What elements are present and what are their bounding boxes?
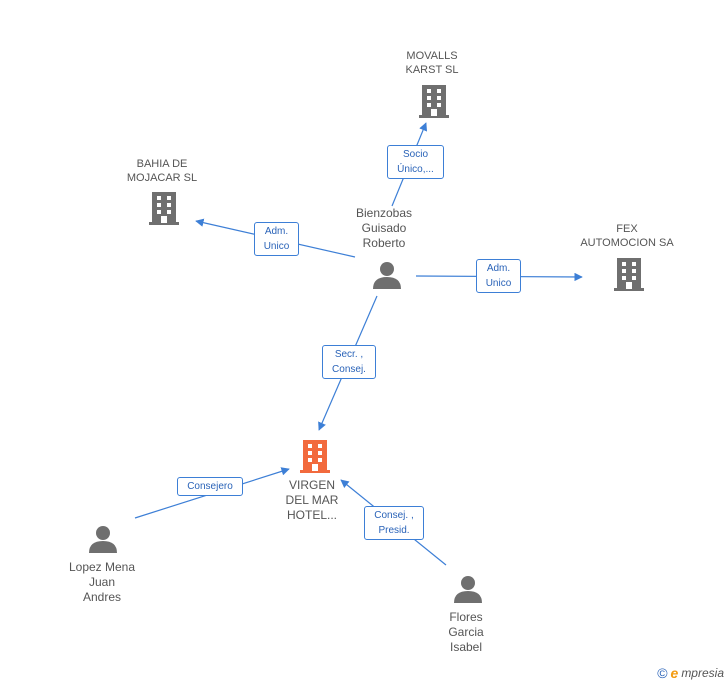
edge-label-secr-consej: Secr. , Consej. (322, 345, 376, 379)
person-icon-bienzobas[interactable] (373, 262, 401, 289)
edge-label-adm-unico-bahia: Adm. Unico (254, 222, 299, 256)
building-icon-movalls[interactable] (419, 85, 449, 118)
person-icon-flores[interactable] (454, 576, 482, 603)
brand-name: mpresia (681, 666, 724, 680)
company-label-virgen[interactable]: VIRGEN DEL MAR HOTEL... (285, 478, 339, 522)
brand-e: e (670, 665, 679, 681)
edge-label-consej-presid: Consej. , Presid. (364, 506, 424, 540)
company-label-fex[interactable]: FEX AUTOMOCION SA (580, 223, 674, 249)
person-label-flores[interactable]: Flores Garcia Isabel (448, 610, 484, 654)
building-icon-virgen[interactable] (300, 440, 330, 473)
edge-label-consejero: Consejero (177, 477, 243, 496)
company-label-movalls[interactable]: MOVALLS KARST SL (405, 50, 459, 76)
person-label-bienzobas[interactable]: Bienzobas Guisado Roberto (355, 206, 413, 250)
building-icon-fex[interactable] (614, 258, 644, 291)
edge-label-adm-unico-fex: Adm. Unico (476, 259, 521, 293)
building-icon-bahia[interactable] (149, 192, 179, 225)
person-label-lopez[interactable]: Lopez Mena Juan Andres (68, 560, 136, 604)
person-icon-lopez[interactable] (89, 526, 117, 553)
copyright-icon: © (657, 665, 668, 681)
company-label-bahia[interactable]: BAHIA DE MOJACAR SL (126, 158, 198, 184)
edge-label-socio-unico: Socio Único,... (387, 145, 444, 179)
